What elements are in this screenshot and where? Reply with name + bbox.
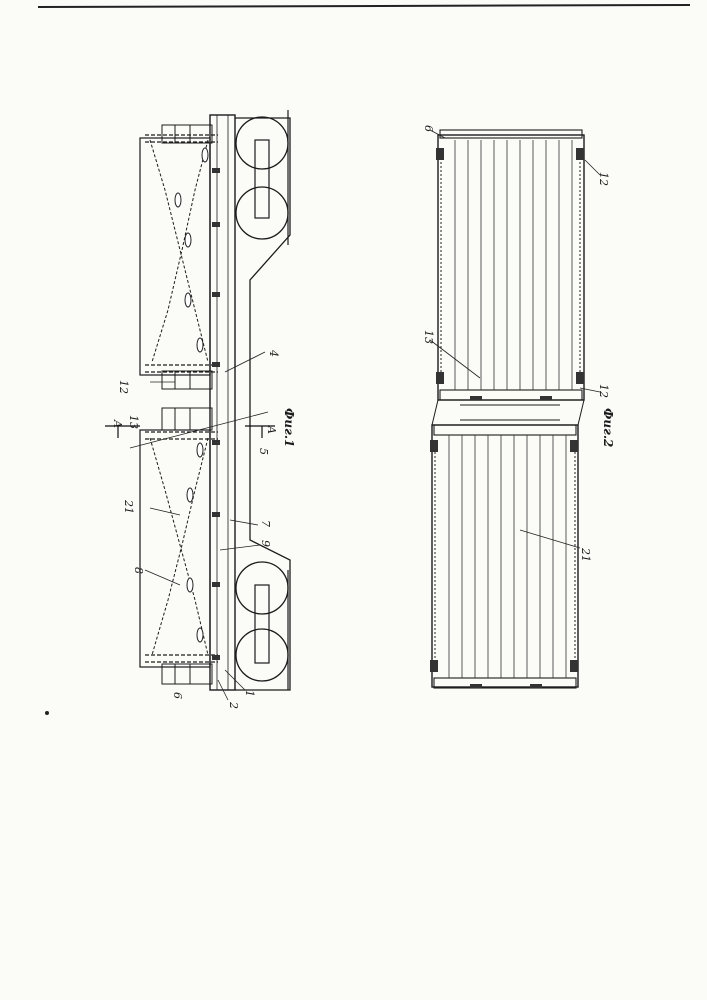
frame-beam bbox=[210, 115, 235, 690]
label-a-bottom: A bbox=[265, 425, 278, 434]
fig2-label-12-mid: 12 bbox=[597, 384, 610, 398]
label-6: 6 bbox=[171, 692, 184, 699]
figure-2-caption: Фиг.2 bbox=[601, 408, 615, 447]
chain-upper bbox=[150, 140, 208, 362]
label-a-top: A bbox=[111, 419, 124, 428]
bogie-upper bbox=[236, 110, 288, 245]
fig2-label-21: 21 bbox=[579, 547, 592, 562]
chain-lower bbox=[150, 438, 208, 655]
label-1: 1 bbox=[243, 690, 256, 697]
label-2: 2 bbox=[227, 701, 240, 709]
lower-platform-top bbox=[432, 425, 578, 687]
top-border-line bbox=[38, 5, 690, 7]
figure-1-side-view: 4 12 13 A A 5 21 7 9 8 6 1 2 Фиг.1 bbox=[105, 110, 296, 709]
upper-platform-top bbox=[438, 135, 584, 400]
chain-links-upper bbox=[175, 148, 208, 352]
label-9: 9 bbox=[259, 540, 272, 547]
label-13: 13 bbox=[127, 415, 140, 429]
fig2-label-6: 6 bbox=[422, 125, 435, 132]
label-12: 12 bbox=[117, 380, 130, 394]
figure-2-top-view: 6 12 13 12 21 Фиг.2 bbox=[422, 125, 615, 688]
bolts bbox=[212, 168, 220, 660]
chain-links-lower bbox=[187, 443, 203, 642]
end-beams bbox=[434, 130, 582, 688]
side-chains bbox=[435, 150, 580, 672]
label-5: 5 bbox=[257, 448, 270, 455]
boards-upper bbox=[455, 140, 572, 390]
fig2-label-12-top: 12 bbox=[597, 172, 610, 186]
bogie-lower bbox=[236, 562, 288, 690]
label-8: 8 bbox=[132, 567, 145, 574]
boards-lower bbox=[449, 435, 566, 678]
label-7: 7 bbox=[259, 520, 272, 527]
coupling-zone bbox=[432, 400, 584, 425]
label-4: 4 bbox=[267, 349, 280, 357]
stakes bbox=[145, 135, 218, 662]
fig2-label-13: 13 bbox=[422, 330, 435, 344]
label-21: 21 bbox=[122, 499, 135, 514]
scan-speck bbox=[45, 711, 49, 715]
leader-lines bbox=[130, 352, 268, 700]
figure-1-caption: Фиг.1 bbox=[282, 408, 296, 447]
